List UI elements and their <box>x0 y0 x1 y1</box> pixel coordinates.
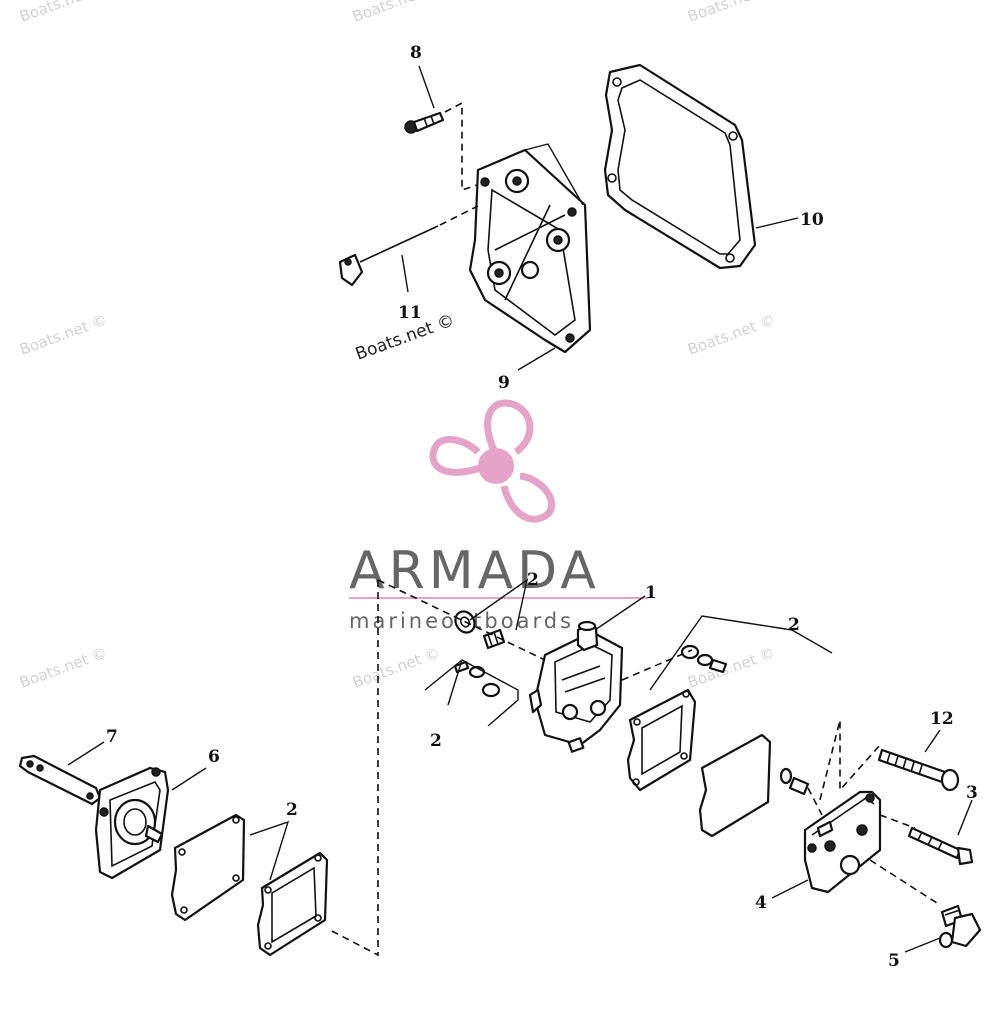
gasket-part-10 <box>603 63 757 270</box>
watermark-text: Boats.net © <box>350 0 442 26</box>
screw-part-8 <box>404 111 445 134</box>
callout-label: 2 <box>286 800 298 820</box>
callout-label: 10 <box>800 210 824 230</box>
gasket-part-2 <box>256 851 329 957</box>
assembly-dashed-line <box>869 859 941 906</box>
link-rod-part-7 <box>18 754 102 806</box>
watermark-text: Boats.net © <box>685 0 777 26</box>
assembly-dashed-line <box>807 787 823 816</box>
leader-line <box>957 799 973 836</box>
leader-line <box>249 820 290 881</box>
callout-label: 11 <box>398 303 422 323</box>
screw-part-12 <box>877 748 960 792</box>
leader-line <box>447 659 463 706</box>
assembly-dashed-line <box>819 719 881 801</box>
leader-line <box>924 729 941 753</box>
leader-line <box>904 937 941 953</box>
watermark-text: Boats.net © <box>350 644 442 692</box>
watermark-text: Boats.net © <box>685 311 777 359</box>
leader-line <box>171 767 207 791</box>
watermark-text: Boats.net © <box>17 644 109 692</box>
assembly-dashed-line <box>621 649 693 681</box>
callout-label: 2 <box>430 731 442 751</box>
linkage-rod-part-11 <box>338 225 439 287</box>
gasket-part-2 <box>626 688 697 792</box>
callout-label: 1 <box>645 583 657 603</box>
leader-line <box>401 254 409 293</box>
pump-cover-part-4 <box>803 790 882 894</box>
leader-line <box>755 217 799 229</box>
leader-line <box>524 143 584 206</box>
assembly-dashed-line <box>439 205 479 226</box>
leader-line <box>67 741 105 766</box>
leader-line <box>594 595 646 631</box>
callout-label: 9 <box>498 373 510 393</box>
callout-label: 2 <box>788 615 800 635</box>
callout-label: 12 <box>930 709 954 729</box>
assembly-dashed-line <box>329 580 379 957</box>
screw-part-3 <box>907 826 974 866</box>
flange-plate-part-6 <box>94 766 170 880</box>
fitting-part-5 <box>938 904 982 949</box>
brand-logo: ARMADA marineoutboards <box>349 399 648 633</box>
propeller-icon <box>429 399 556 523</box>
callout-label: 2 <box>527 570 539 590</box>
callout-label: 4 <box>755 893 767 913</box>
pump-body-part-1 <box>528 620 624 753</box>
assembly-dashed-line <box>444 101 481 192</box>
diaphragm-part-2 <box>698 733 772 838</box>
callout-label: 7 <box>106 727 118 747</box>
leader-line <box>424 659 519 727</box>
brand-name: ARMADA <box>349 541 600 601</box>
watermark-text: Boats.net © <box>17 311 109 359</box>
leader-line <box>517 347 556 371</box>
watermark-text: Boats.net © <box>685 644 777 692</box>
callout-label: 6 <box>208 747 220 767</box>
leader-line <box>418 65 435 109</box>
leader-line <box>771 879 809 899</box>
leader-line <box>649 615 793 691</box>
assembly-dashed-line <box>377 579 546 661</box>
assembly-dashed-line <box>879 814 916 829</box>
cover-plate-part-9 <box>468 148 592 354</box>
gasket-part-2 <box>170 813 246 922</box>
check-valve-parts <box>453 610 810 796</box>
leader-line <box>469 578 529 631</box>
leader-line <box>791 629 833 654</box>
callout-labels: 8 10 11 9 2 1 2 2 12 3 4 5 7 6 2 <box>106 43 978 971</box>
callout-label: 3 <box>966 783 978 803</box>
watermark-text: Boats.net © <box>17 0 109 26</box>
callout-label: 5 <box>888 951 900 971</box>
callout-label: 8 <box>410 43 422 63</box>
